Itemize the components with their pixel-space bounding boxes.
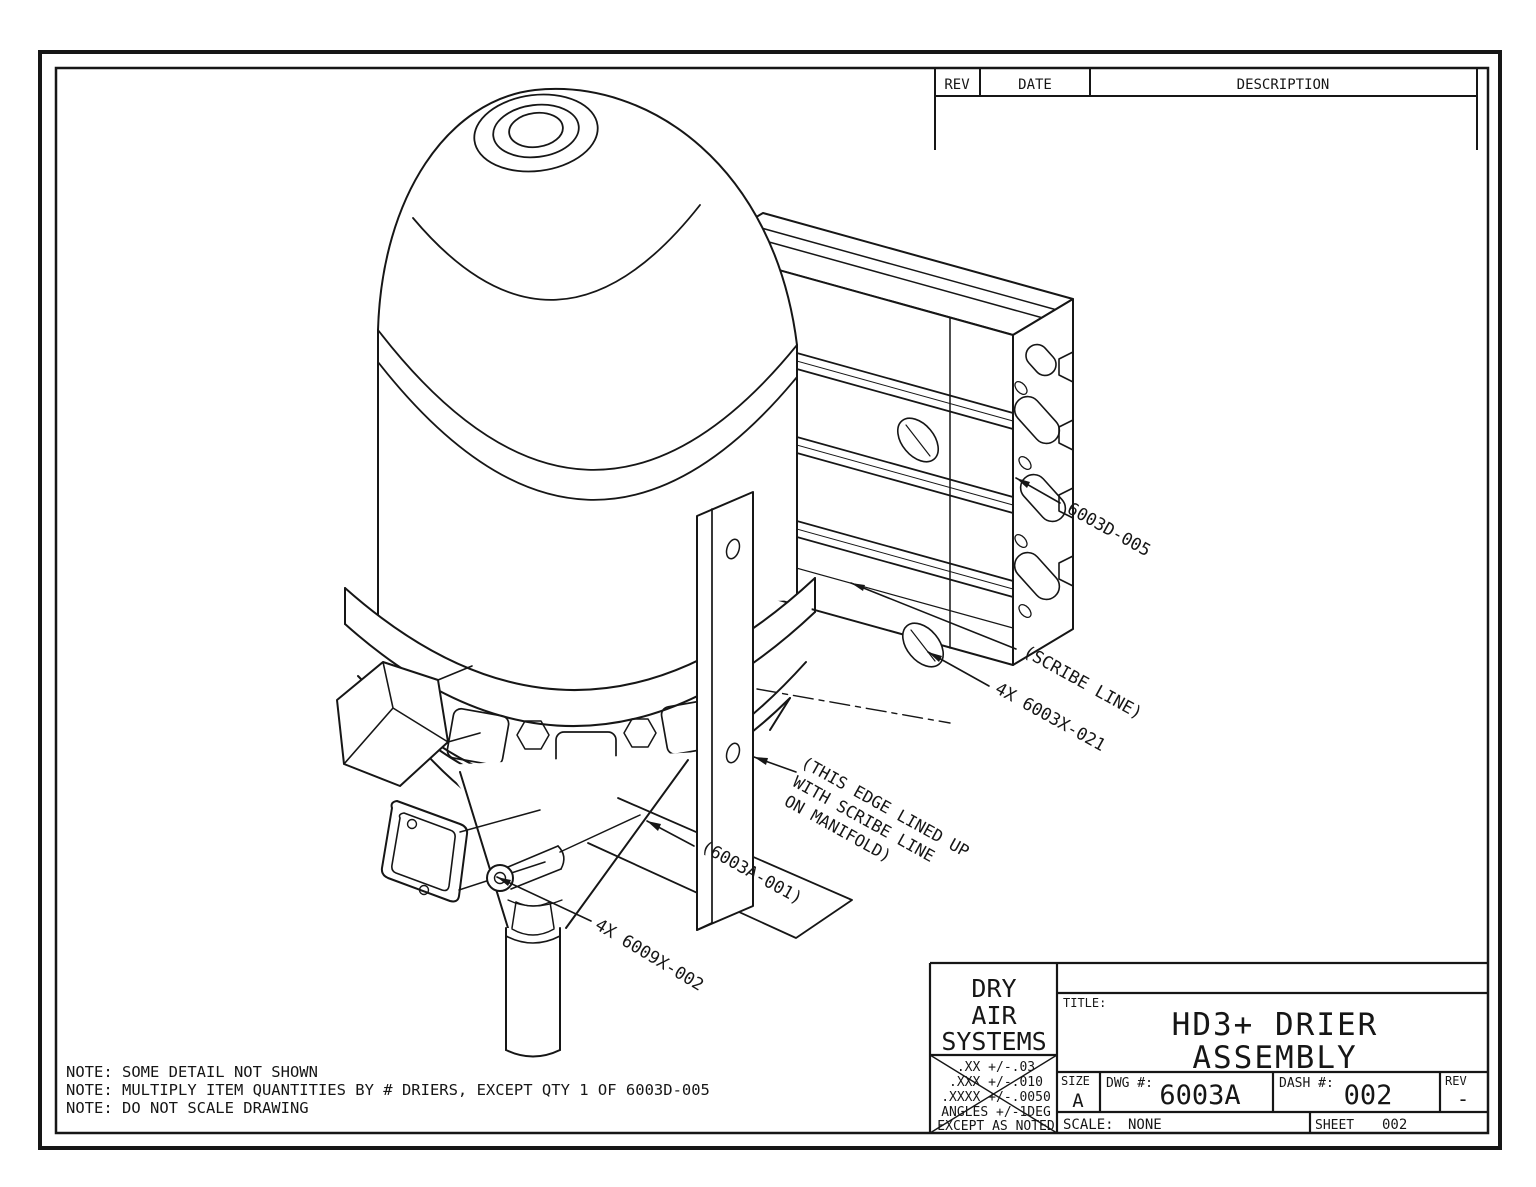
alignment-centerline [756,688,951,724]
tolerance-line1: .XX +/-.03 [957,1060,1035,1075]
sheet-label: SHEET [1315,1118,1354,1133]
outlet-pipe [505,901,561,1058]
callout-manifold: 6003D-005 [1064,499,1154,561]
tolerance-line3: .XXXX +/-.0050 [941,1090,1051,1105]
title-block-text: DRY AIR SYSTEMS .XX +/-.03 .XXX +/-.010 … [937,974,1469,1134]
dwg-label: DWG #: [1106,1076,1153,1091]
leader-lines [496,477,1061,922]
canister-top-port [473,93,599,173]
rev-header: REV [944,77,970,93]
title-block [928,961,1488,1134]
port-flange [380,800,546,903]
rev-value: - [1457,1087,1469,1111]
drawing-frame [38,50,1502,1150]
scale-value: NONE [1128,1117,1162,1133]
mounting-plate [696,491,754,931]
tolerance-line5: EXCEPT AS NOTED [937,1119,1055,1134]
notes-block: NOTE: SOME DETAIL NOT SHOWN NOTE: MULTIP… [66,1063,710,1117]
outer-border [38,50,1502,1150]
company-line3: SYSTEMS [941,1027,1046,1056]
extrusion-end-profile [1012,298,1074,666]
isometric-view [336,87,1074,1058]
drawing-title-line1: HD3+ DRIER [1172,1007,1379,1043]
scribe-line-mark [759,557,1014,629]
rev-label: REV [1445,1074,1467,1088]
dash-label: DASH #: [1279,1076,1334,1091]
tolerance-line4: ANGLES +/-1DEG [941,1105,1051,1120]
sheet-value: 002 [1382,1117,1407,1133]
size-value: A [1072,1090,1084,1112]
dwg-value: 6003A [1159,1080,1240,1111]
revision-table [934,68,1478,150]
dash-value: 002 [1344,1080,1393,1111]
note-1: NOTE: SOME DETAIL NOT SHOWN [66,1063,318,1081]
company-line2: AIR [971,1001,1017,1030]
hex-fitting [336,661,481,787]
scale-label: SCALE: [1063,1117,1114,1133]
note-3: NOTE: DO NOT SCALE DRAWING [66,1099,309,1117]
description-header: DESCRIPTION [1237,77,1330,93]
title-label: TITLE: [1063,996,1106,1010]
drier-canister [336,87,858,1058]
drawing-title-line2: ASSEMBLY [1192,1040,1357,1076]
size-label: SIZE [1061,1074,1090,1088]
date-header: DATE [1018,77,1052,93]
inner-border [54,66,1490,1135]
note-2: NOTE: MULTIPLY ITEM QUANTITIES BY # DRIE… [66,1081,710,1099]
company-line1: DRY [971,974,1016,1003]
tolerance-line2: .XXX +/-.010 [949,1075,1043,1090]
